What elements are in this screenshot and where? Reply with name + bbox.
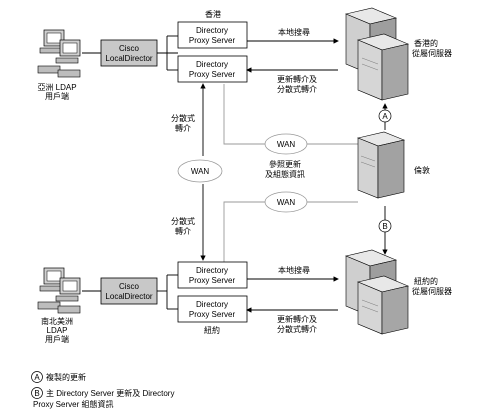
local-director-top [100,39,158,67]
dist-referral-top-1: 分散式 [171,113,195,123]
wan-cloud-lower [264,191,308,213]
americas-client-label-2: LDAP [47,326,68,335]
asia-client-label-1: 亞洲 LDAP [37,83,76,92]
legend-a-text: 複製的更新 [46,372,86,382]
americas-client-label-1: 南北美洲 [41,316,73,326]
marker-b-label: B [382,222,387,231]
proxy-server-bottom-1 [177,261,248,289]
ref-update-1: 參照更新 [269,159,301,169]
legend-marker-b-label: B [34,389,39,398]
legend-marker-b [31,387,43,399]
marker-a-label: A [382,112,388,121]
referral-top-line2: 分散式轉介 [277,84,317,94]
legend-b-text-2: Proxy Server 組態資訊 [33,399,113,409]
hongkong-server-label-1: 香港的 [414,38,438,48]
local-director-bottom [100,277,158,305]
hongkong-site-label: 香港 [205,9,221,19]
local-director-top-line1: Cisco [119,44,140,53]
ref-update-2: 及組態資訊 [265,169,305,179]
proxy-bottom-2-line1: Directory [196,300,228,309]
newyork-server-label-2: 從屬伺服器 [412,286,452,296]
marker-b [378,219,392,233]
proxy-server-bottom-2 [177,295,248,323]
newyork-server-label-1: 紐約的 [414,276,438,286]
local-director-bottom-line2: LocalDirector [105,292,152,301]
referral-bottom-line2: 分散式轉介 [277,324,317,334]
hongkong-server-icon [345,7,409,101]
local-search-top-label: 本地搜尋 [278,27,310,37]
proxy-top-1-line1: Directory [196,26,228,35]
proxy-top-2-line2: Proxy Server [189,70,236,79]
legend-b-text-1: 主 Directory Server 更新及 Directory [46,388,174,398]
asia-client-label-2: 用戶端 [45,91,69,101]
london-server-icon [356,131,406,199]
ref-update-line-bottom [223,201,358,262]
hongkong-server-label-2: 從屬伺服器 [412,48,452,58]
wan-upper-label: WAN [277,140,296,149]
dist-referral-top-2: 轉介 [175,123,191,133]
referral-top-line1: 更新轉介及 [277,74,317,84]
americas-ldap-client-icon [37,267,81,314]
newyork-server-icon [345,249,409,335]
referral-bottom-line1: 更新轉介及 [277,314,317,324]
americas-client-label-3: 用戶端 [45,334,69,344]
proxy-top-2-line1: Directory [196,60,228,69]
proxy-bottom-1-line2: Proxy Server [189,276,236,285]
legend-marker-a [31,371,43,383]
london-label: 倫敦 [414,165,430,175]
wan-cloud-center [177,159,223,183]
ref-update-line-top [223,84,358,145]
proxy-bottom-1-line1: Directory [196,266,228,275]
legend-marker-a-label: A [34,373,40,382]
proxy-bottom-2-line2: Proxy Server [189,310,236,319]
marker-a [378,109,392,123]
proxy-top-1-line2: Proxy Server [189,36,236,45]
dist-referral-bottom-2: 轉介 [175,226,191,236]
dist-referral-bottom-1: 分散式 [171,216,195,226]
proxy-server-top-1 [177,21,248,49]
local-director-top-line2: LocalDirector [105,54,152,63]
wan-cloud-upper [264,133,308,155]
local-director-bottom-line1: Cisco [119,282,140,291]
asia-ldap-client-icon [37,29,81,78]
local-search-bottom-label: 本地搜尋 [278,265,310,275]
newyork-site-label: 紐約 [204,325,220,335]
wan-center-label: WAN [191,167,210,176]
wan-lower-label: WAN [277,198,296,207]
